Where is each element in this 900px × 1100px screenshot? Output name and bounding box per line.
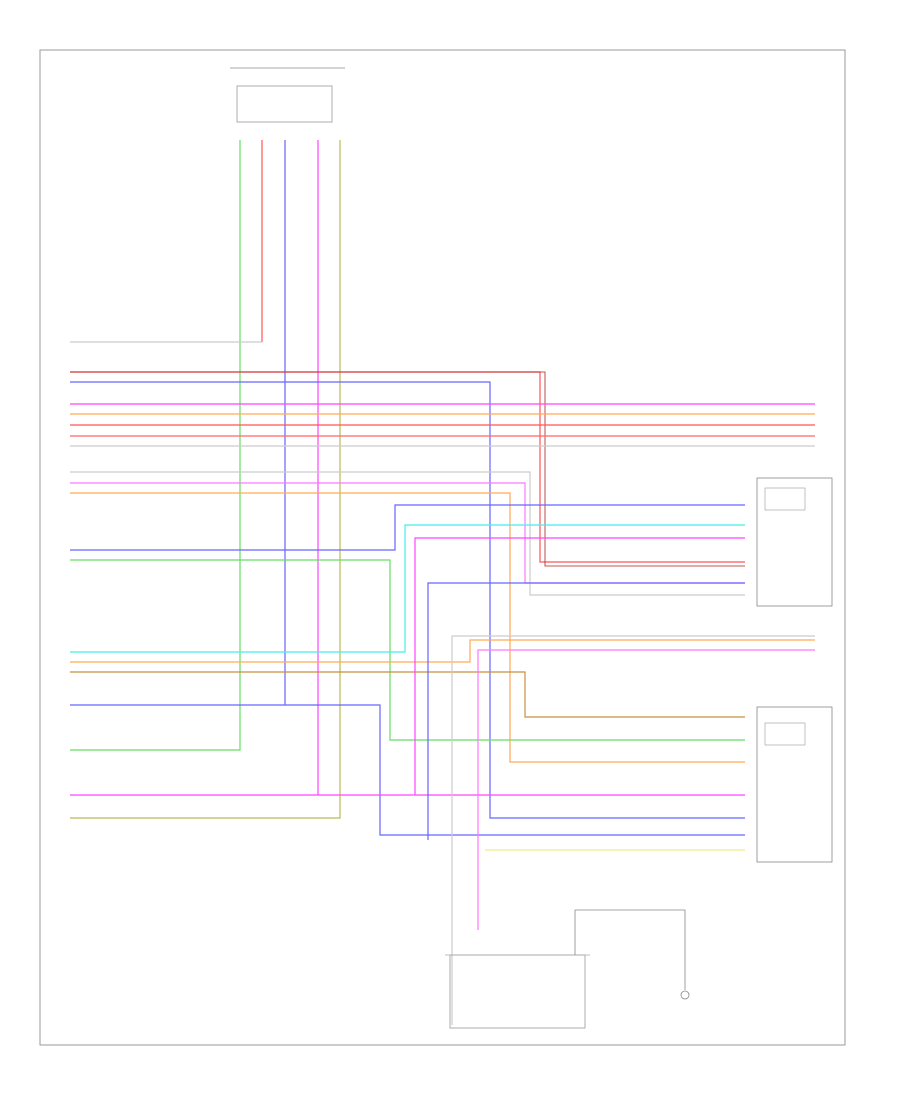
wire-pink-to-bottom-switch: [477, 649, 815, 930]
left-wire-bundle: [70, 341, 815, 836]
wire-blue-to-left-mirror: [70, 381, 745, 819]
wire-magenta-to-right-mirror: [414, 537, 745, 795]
wire-green-vertical: [70, 140, 241, 751]
wire-darkred-to-right-mirror: [70, 371, 745, 567]
bottom-switch: [445, 954, 590, 1029]
bottom-right-component: [574, 909, 690, 1000]
wire-orange-2: [70, 639, 815, 663]
wire-orange-to-left-mirror: [70, 492, 745, 763]
wire-blue-lower: [70, 704, 745, 836]
left-door-mirror: [756, 706, 833, 863]
wire-grey-to-right-mirror: [70, 471, 745, 596]
wire-green-to-left-mirror: [70, 559, 745, 741]
wire-grey-to-bottom-switch: [451, 635, 815, 930]
wire-tan-to-left-mirror: [70, 671, 745, 718]
middle-verticals: [414, 537, 815, 1025]
wire-blue-to-right-mirror: [70, 504, 745, 551]
wire-red-to-right-mirror: [70, 371, 745, 563]
wire-cyan-to-right-mirror: [70, 524, 745, 653]
wire-yellowgreen-vertical: [70, 140, 341, 819]
top-switch-wires: [70, 140, 341, 819]
diagram-frame: [39, 49, 846, 1046]
wire-pink-to-right-mirror: [70, 482, 745, 584]
top-switch: [230, 67, 345, 123]
right-door-mirror: [756, 477, 833, 607]
wire-blue-middle: [427, 582, 745, 840]
